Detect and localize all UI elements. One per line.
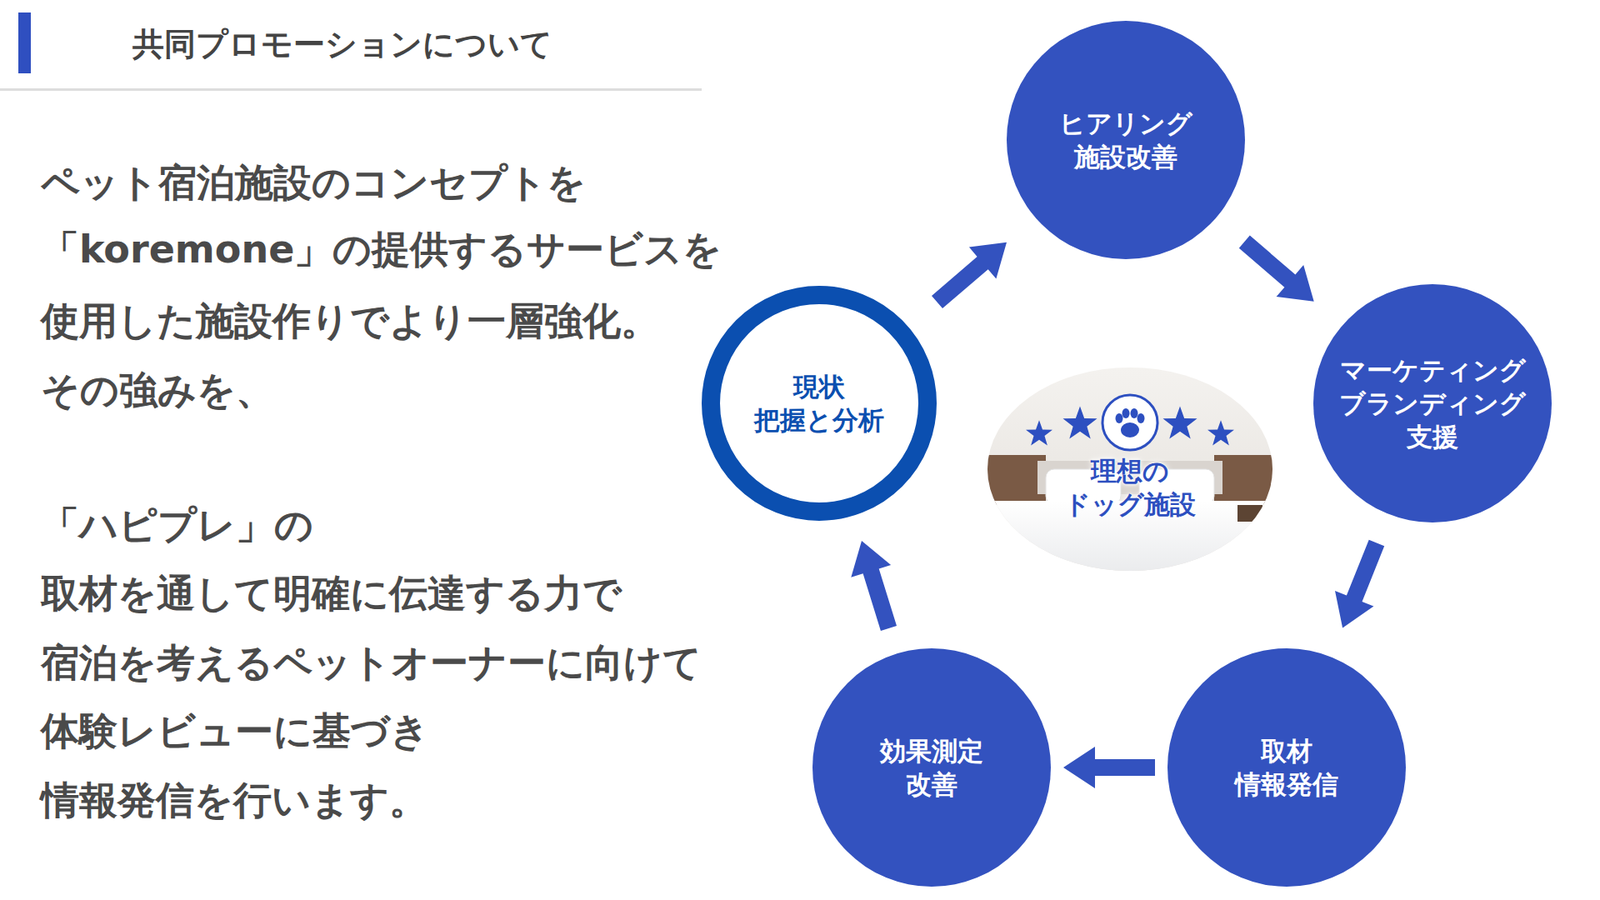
paw-ring — [1102, 395, 1158, 450]
node-label: 理想の ドッグ施設 — [1064, 454, 1196, 522]
headboard-right — [1214, 455, 1273, 505]
body-text-line: 宿泊を考えるペットオーナーに向けて — [40, 643, 702, 682]
body-text-line: その強みを、 — [40, 370, 275, 410]
paw-toe — [1137, 413, 1145, 424]
paw-icon — [1102, 395, 1158, 450]
paw-pad — [1120, 422, 1140, 438]
ideal-facility-ellipse: 理想の ドッグ施設 — [987, 367, 1273, 571]
star — [1025, 420, 1053, 445]
headboard-left — [987, 455, 1046, 505]
process-circle: マーケティング ブランディング 支援 — [1313, 284, 1552, 523]
arrow-shape — [1335, 540, 1385, 629]
node-label: ヒアリング 施設改善 — [1059, 106, 1193, 175]
process-circle: ヒアリング 施設改善 — [1006, 20, 1245, 260]
node-text-stack: マーケティング ブランディング 支援 — [1339, 353, 1526, 455]
arrow-shape — [1063, 746, 1155, 789]
title-rule — [0, 88, 702, 91]
nightstand — [1237, 505, 1263, 522]
body-text-line: 使用した施設作りでより一層強化。 — [40, 301, 660, 340]
body-text-line: 情報発信を行います。 — [40, 780, 428, 820]
body-text-line: 「ハピプレ」の — [40, 505, 314, 545]
node-text-stack: 効果測定 改善 — [880, 734, 984, 802]
flow-arrow — [931, 242, 1007, 309]
arrow-shape — [931, 242, 1007, 309]
arrow-shape — [1239, 235, 1315, 302]
arrow-shape — [850, 540, 897, 631]
paw-toe — [1122, 408, 1130, 419]
node-label: 現状 把握と分析 — [754, 370, 885, 438]
body-text-line: ペット宿泊施設のコンセプトを — [40, 163, 586, 202]
node-text-stack: 理想の ドッグ施設 — [1064, 454, 1196, 522]
body-text-line: 取材を通して明確に伝達する力で — [40, 574, 622, 613]
flow-arrow — [1335, 540, 1385, 629]
star — [1062, 405, 1097, 439]
node-label: 取材 情報発信 — [1235, 734, 1339, 802]
body-text-line: 「koremone」の提供するサービスを — [40, 230, 722, 269]
node-text-stack: 現状 把握と分析 — [754, 370, 885, 438]
node-text-stack: 取材 情報発信 — [1235, 734, 1339, 802]
title-bar — [18, 12, 31, 74]
flow-arrow — [1063, 746, 1155, 789]
bed-photo — [987, 367, 1273, 571]
slide-title: 共同プロモーションについて — [132, 27, 553, 63]
flow-arrow — [1239, 235, 1315, 302]
paw-toe — [1115, 413, 1124, 424]
star — [1162, 405, 1197, 439]
start-ring-circle: 現状 把握と分析 — [701, 285, 937, 521]
node-text-stack: ヒアリング 施設改善 — [1059, 106, 1193, 175]
process-circle: 取材 情報発信 — [1167, 648, 1406, 887]
node-label: マーケティング ブランディング 支援 — [1339, 353, 1526, 455]
star — [1207, 420, 1235, 445]
body-text-line: 体験レビューに基づき — [40, 711, 430, 750]
paw-toe — [1130, 408, 1139, 419]
node-label: 効果測定 改善 — [880, 734, 984, 802]
process-circle: 効果測定 改善 — [812, 648, 1051, 887]
flow-arrow — [850, 540, 897, 631]
